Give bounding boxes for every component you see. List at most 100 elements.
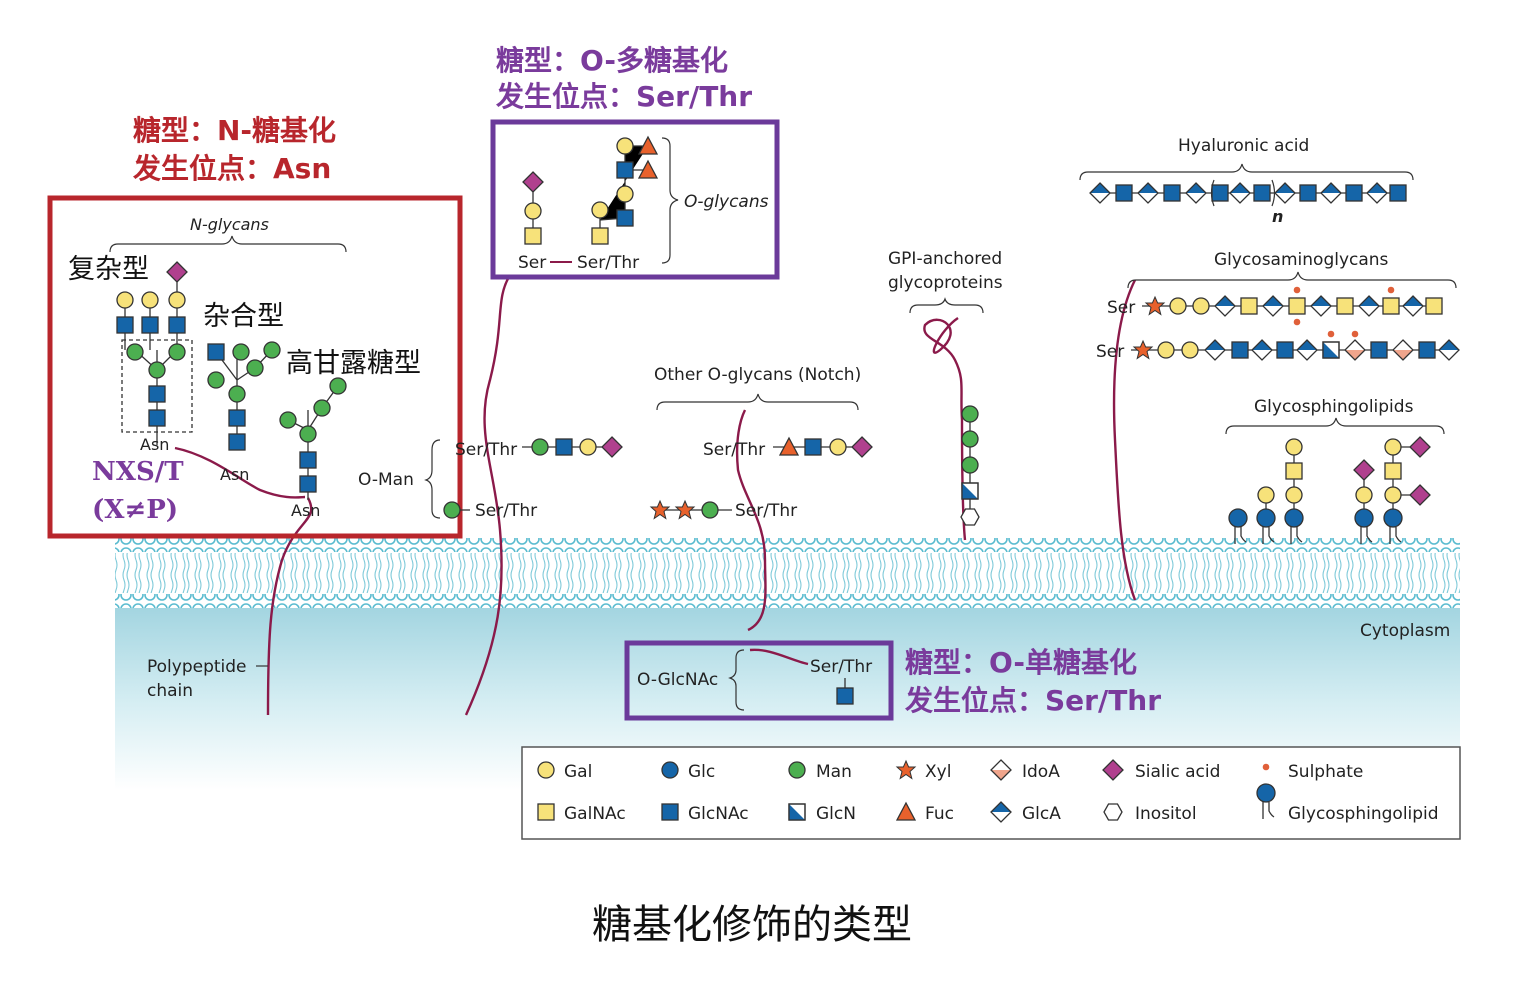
glca-icon bbox=[1251, 339, 1273, 361]
glcnac-icon bbox=[804, 438, 822, 456]
man-icon bbox=[246, 359, 264, 377]
glcnac-icon bbox=[1211, 184, 1229, 202]
legend-label: Inositol bbox=[1135, 804, 1197, 824]
legend-label: Fuc bbox=[925, 804, 954, 824]
o-man-brace bbox=[424, 439, 441, 519]
gpi-label-line2: glycoproteins bbox=[888, 273, 1003, 293]
galnac-icon bbox=[1384, 462, 1402, 480]
glcnac-icon bbox=[1276, 341, 1294, 359]
glca-icon bbox=[1204, 339, 1226, 361]
high-mannose-label: 高甘露糖型 bbox=[286, 348, 421, 379]
sialic-acid-icon bbox=[851, 436, 873, 458]
glcnac-icon bbox=[1345, 184, 1363, 202]
gal-icon bbox=[1181, 341, 1199, 359]
legend-label: Sulphate bbox=[1288, 762, 1363, 782]
galnac-icon bbox=[1425, 297, 1443, 315]
gal-icon bbox=[116, 291, 134, 309]
asn-label: Asn bbox=[140, 435, 169, 454]
glca-icon bbox=[1296, 339, 1318, 361]
hyaluronic-chain bbox=[1089, 182, 1407, 204]
ser-thr-label: Ser/Thr bbox=[703, 440, 765, 460]
man-icon bbox=[263, 341, 281, 359]
gal-icon bbox=[829, 438, 847, 456]
glca-icon bbox=[1310, 295, 1332, 317]
sulphate-icon bbox=[1351, 330, 1359, 338]
n-glyc-site: 发生位点：Asn bbox=[132, 152, 331, 185]
legend-label: GlcNAc bbox=[688, 804, 749, 824]
polypeptide-strands bbox=[174, 274, 1137, 716]
asn-label: Asn bbox=[291, 501, 320, 520]
inositol-icon bbox=[960, 508, 980, 526]
glcnac-icon bbox=[661, 803, 679, 821]
man-icon bbox=[531, 438, 549, 456]
legend-label: IdoA bbox=[1022, 762, 1060, 782]
o-mono-site: 发生位点：Ser/Thr bbox=[904, 684, 1161, 717]
figure-caption: 糖基化修饰的类型 bbox=[592, 902, 912, 948]
glca-icon bbox=[1274, 182, 1296, 204]
hyaluronic-acid-label: Hyaluronic acid bbox=[1178, 136, 1309, 156]
o-glycan-box bbox=[490, 119, 780, 280]
n-glycans-label: N-glycans bbox=[190, 215, 269, 234]
glcnac-icon bbox=[555, 438, 573, 456]
glcnac-icon bbox=[1115, 184, 1133, 202]
glcnac-icon bbox=[148, 409, 166, 427]
man-icon bbox=[788, 761, 806, 779]
ser-label: Ser bbox=[1096, 342, 1124, 362]
glca-icon bbox=[1320, 182, 1342, 204]
ser-thr-label: Ser/Thr bbox=[810, 657, 872, 677]
legend-label: GlcA bbox=[1022, 804, 1061, 824]
galnac-icon bbox=[1285, 462, 1303, 480]
xyl-icon bbox=[1145, 296, 1165, 315]
legend-label: Xyl bbox=[925, 762, 951, 782]
legend-label: Gal bbox=[564, 762, 592, 782]
membrane-outer-heads bbox=[115, 538, 1460, 552]
asn-label: Asn bbox=[220, 465, 249, 484]
glcnac-icon bbox=[1163, 184, 1181, 202]
gal-icon bbox=[1384, 486, 1402, 504]
glcnac-icon bbox=[299, 451, 317, 469]
glcnac-icon bbox=[1389, 184, 1407, 202]
galnac-icon bbox=[1288, 297, 1306, 315]
xyl-icon bbox=[1133, 340, 1153, 359]
galnac-icon bbox=[1382, 297, 1400, 315]
o-mono-title: 糖型：O-单糖基化 bbox=[905, 646, 1137, 679]
glcnac-icon bbox=[1418, 341, 1436, 359]
sulphate-icon bbox=[1293, 286, 1301, 294]
ser-label: Ser bbox=[518, 253, 546, 273]
o-glycans-brace bbox=[661, 137, 679, 264]
glca-icon bbox=[1262, 295, 1284, 317]
gal-icon bbox=[616, 137, 634, 155]
glcnac-icon bbox=[207, 343, 225, 361]
glca-icon bbox=[1402, 295, 1424, 317]
sulphate-icon bbox=[1327, 330, 1335, 338]
glycosphingolipids-label: Glycosphingolipids bbox=[1254, 397, 1414, 417]
sialic-acid-icon bbox=[1409, 436, 1431, 458]
glca-icon bbox=[1089, 182, 1111, 204]
glcnac-icon bbox=[1299, 184, 1317, 202]
sulphate-icon bbox=[1293, 318, 1301, 326]
gal-icon bbox=[1169, 297, 1187, 315]
glca-icon bbox=[1185, 182, 1207, 204]
glcnac-icon bbox=[168, 316, 186, 334]
sulphate-icon bbox=[1262, 763, 1270, 771]
glcnac-icon bbox=[1370, 341, 1388, 359]
glcnac-icon bbox=[836, 687, 854, 705]
legend-label: GalNAc bbox=[564, 804, 626, 824]
gal-icon bbox=[524, 202, 542, 220]
glca-icon bbox=[1214, 295, 1236, 317]
nxs-motif: NXS/T bbox=[92, 457, 184, 487]
man-icon bbox=[148, 361, 166, 379]
membrane-inner-heads bbox=[115, 594, 1460, 608]
galnac-icon bbox=[524, 227, 542, 245]
gal-icon bbox=[1157, 341, 1175, 359]
legend: Gal Glc Man Xyl IdoA Sialic acid Sulphat… bbox=[521, 746, 1461, 840]
other-o-glycans-label: Other O-glycans (Notch) bbox=[654, 365, 861, 385]
glcnac-icon bbox=[148, 385, 166, 403]
legend-label: Sialic acid bbox=[1135, 762, 1220, 782]
gal-icon bbox=[1355, 486, 1373, 504]
sialic-acid-icon bbox=[601, 436, 623, 458]
glca-icon bbox=[1229, 182, 1251, 204]
legend-label: GlcN bbox=[816, 804, 856, 824]
xyl-icon bbox=[675, 500, 695, 519]
